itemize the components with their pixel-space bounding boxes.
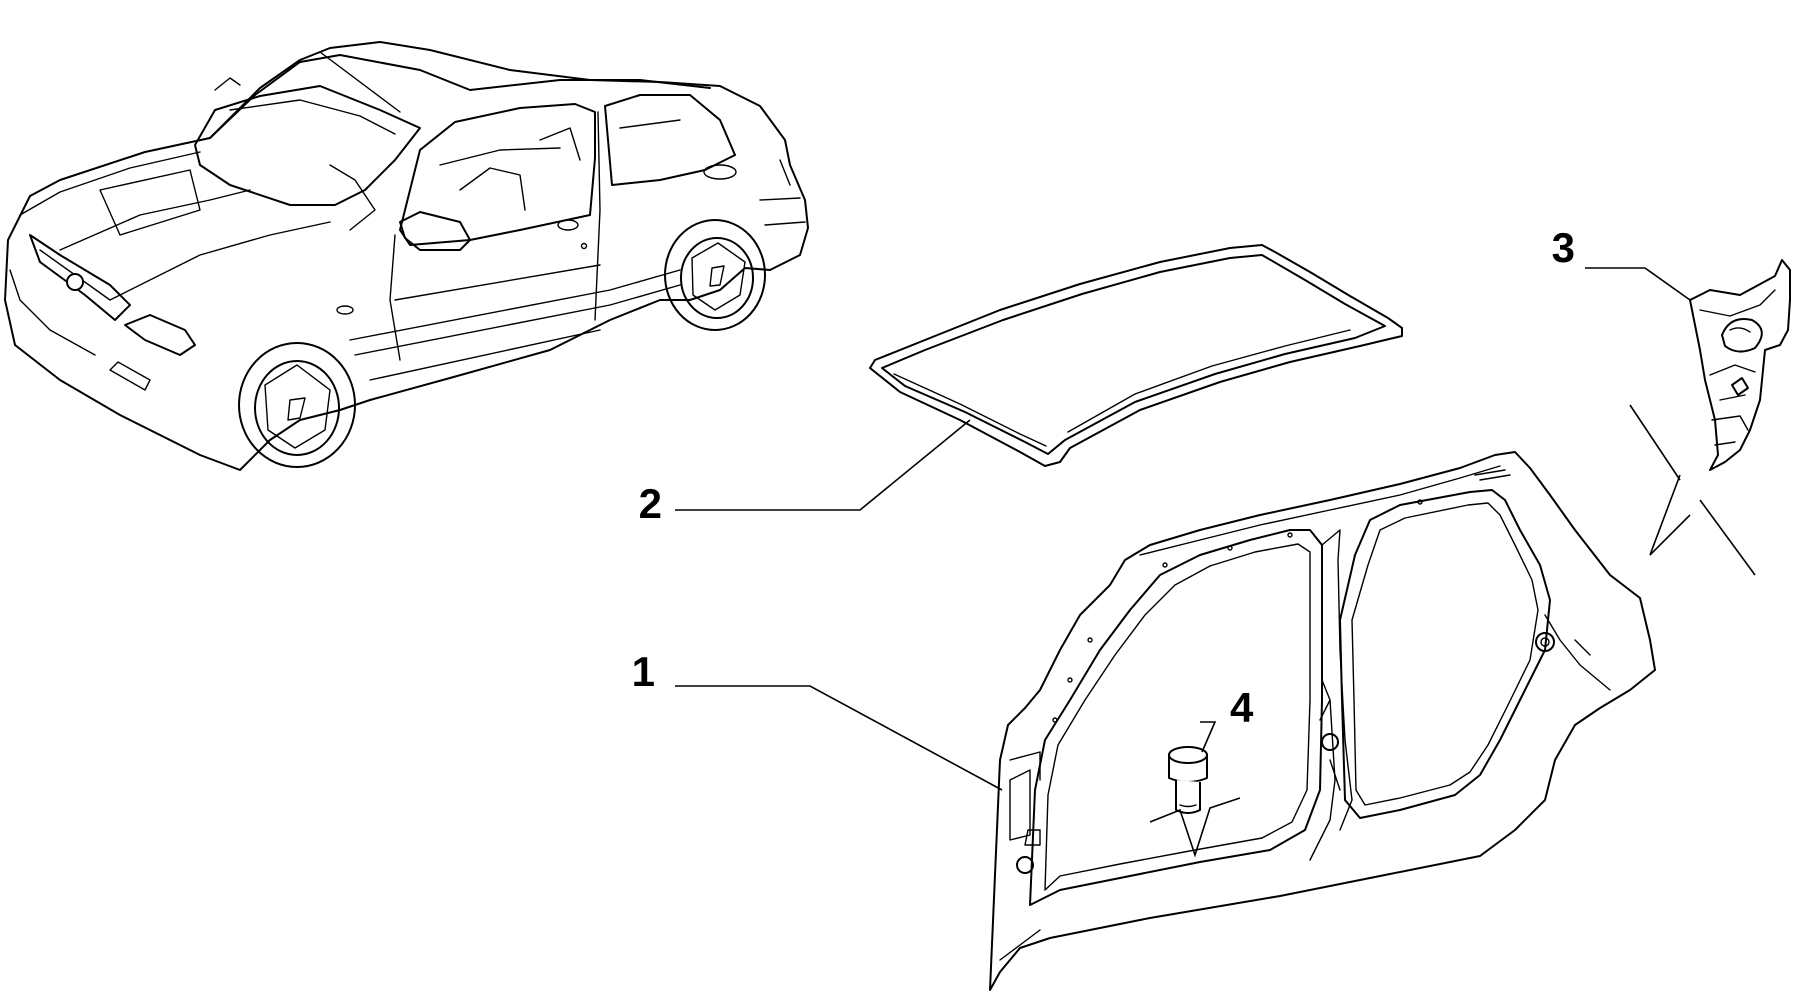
rear-wheel — [664, 219, 766, 331]
rear-bracket — [1689, 259, 1791, 471]
leader-1 — [675, 685, 1003, 791]
clip-part — [1168, 746, 1208, 814]
leader-4 — [1200, 721, 1217, 753]
part-number-4: 4 — [1230, 684, 1254, 731]
roof-panel — [869, 244, 1403, 467]
body-side-panel — [989, 451, 1656, 991]
part-number-2: 2 — [639, 480, 662, 527]
alignment-lines — [1149, 404, 1756, 858]
car-overview-illustration — [4, 41, 809, 471]
callout-leaders — [675, 267, 1691, 791]
part-number-3: 3 — [1552, 224, 1575, 271]
front-wheel — [238, 342, 356, 468]
leader-2 — [675, 419, 971, 511]
leader-3 — [1585, 267, 1691, 301]
part-number-1: 1 — [632, 648, 655, 695]
